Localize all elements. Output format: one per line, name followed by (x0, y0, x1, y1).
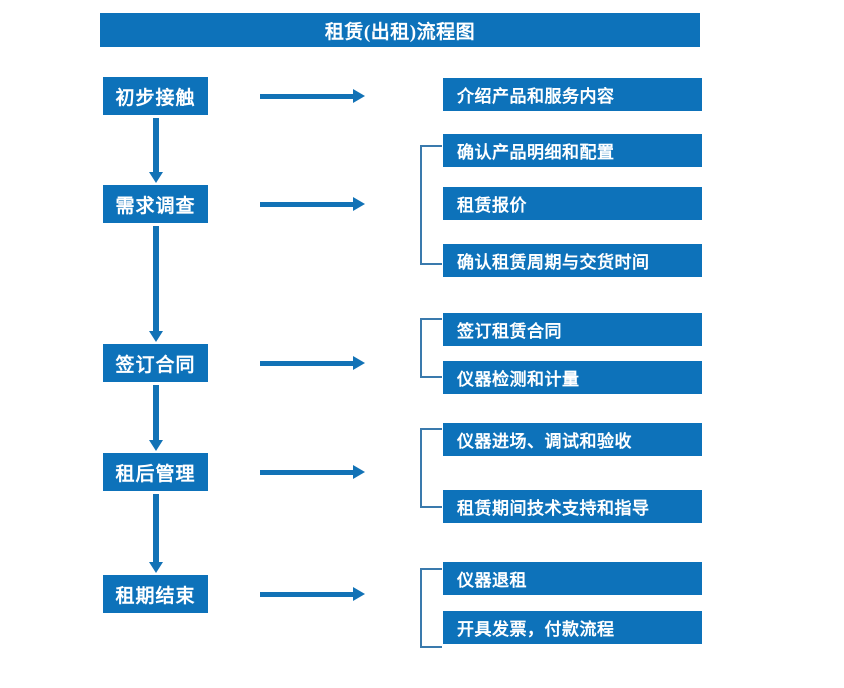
arrow-head-icon (353, 197, 365, 211)
stage-box-sign-contract[interactable]: 签订合同 (103, 344, 208, 382)
arrow-shaft (260, 470, 354, 475)
detail-box-instrument-return[interactable]: 仪器退租 (443, 562, 702, 595)
stage-box-demand-survey[interactable]: 需求调查 (103, 185, 208, 223)
arrow-head-icon (353, 89, 365, 103)
detail-box-instrument-inspection[interactable]: 仪器检测和计量 (443, 361, 702, 394)
detail-box-invoice-payment[interactable]: 开具发票，付款流程 (443, 611, 702, 644)
arrow-shaft (260, 361, 354, 366)
arrow-shaft (153, 494, 159, 562)
detail-box-sign-rental-contract[interactable]: 签订租赁合同 (443, 313, 702, 346)
arrow-shaft (153, 385, 159, 440)
arrow-head-icon (353, 587, 365, 601)
detail-box-rental-quotation[interactable]: 租赁报价 (443, 187, 702, 220)
detail-box-technical-support[interactable]: 租赁期间技术支持和指导 (443, 490, 702, 523)
horizontal-arrow-1 (260, 89, 365, 103)
vertical-arrow-3 (149, 385, 163, 451)
horizontal-arrow-4 (260, 465, 365, 479)
arrow-shaft (260, 592, 354, 597)
arrow-head-icon (149, 331, 163, 342)
detail-box-introduce-products[interactable]: 介绍产品和服务内容 (443, 78, 702, 111)
vertical-arrow-1 (149, 118, 163, 183)
detail-box-confirm-product-details[interactable]: 确认产品明细和配置 (443, 134, 702, 167)
arrow-head-icon (149, 172, 163, 183)
stage-box-initial-contact[interactable]: 初步接触 (103, 77, 208, 115)
horizontal-arrow-2 (260, 197, 365, 211)
page-title: 租赁(出租)流程图 (100, 13, 700, 47)
arrow-head-icon (353, 465, 365, 479)
group-bracket-demand-survey (420, 145, 442, 265)
detail-box-instrument-entry-commissioning[interactable]: 仪器进场、调试和验收 (443, 423, 702, 456)
horizontal-arrow-5 (260, 587, 365, 601)
arrow-head-icon (149, 440, 163, 451)
vertical-arrow-4 (149, 494, 163, 573)
group-bracket-sign-contract (420, 318, 442, 378)
group-bracket-post-rental (420, 428, 442, 508)
stage-box-rental-end[interactable]: 租期结束 (103, 575, 208, 613)
arrow-shaft (260, 202, 354, 207)
detail-box-confirm-rental-period[interactable]: 确认租赁周期与交货时间 (443, 244, 702, 277)
arrow-shaft (153, 118, 159, 172)
vertical-arrow-2 (149, 226, 163, 342)
horizontal-arrow-3 (260, 356, 365, 370)
group-bracket-rental-end (420, 568, 442, 648)
arrow-head-icon (353, 356, 365, 370)
arrow-shaft (260, 94, 354, 99)
arrow-shaft (153, 226, 159, 331)
stage-box-post-rental-management[interactable]: 租后管理 (103, 453, 208, 491)
arrow-head-icon (149, 562, 163, 573)
